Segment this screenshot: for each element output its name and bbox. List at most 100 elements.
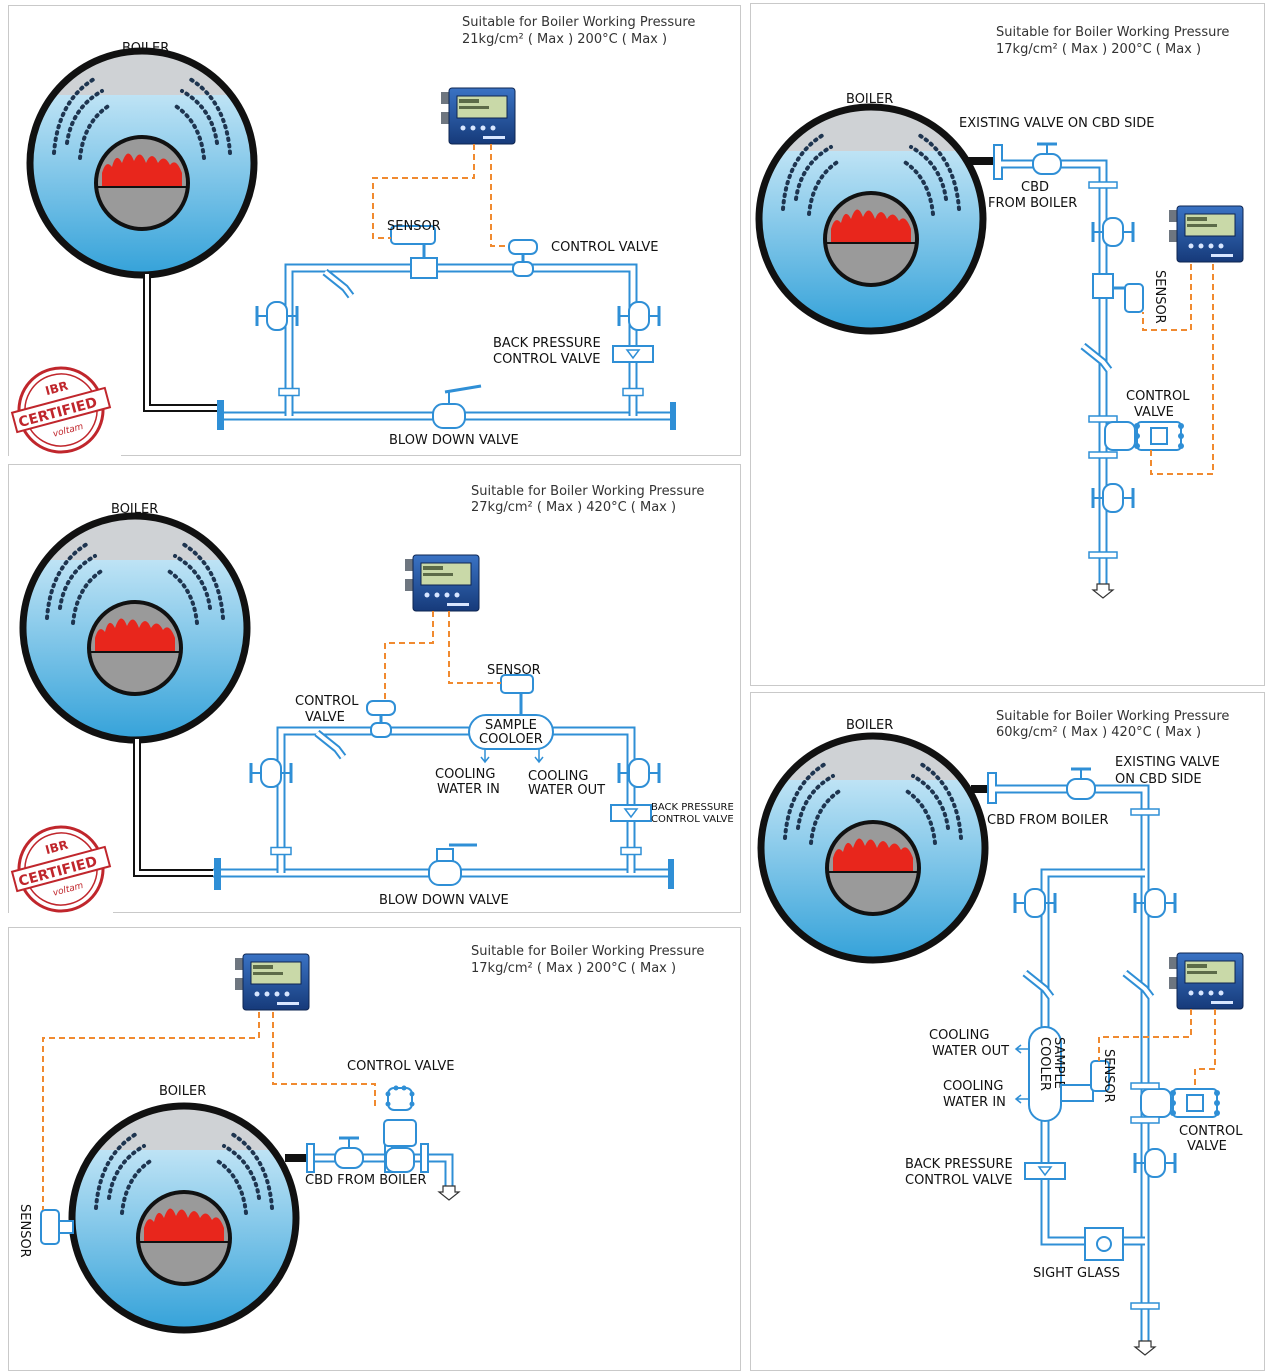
existing-cbd-valve[interactable] bbox=[1031, 142, 1063, 176]
outlet-flange bbox=[987, 772, 997, 804]
spec-pressure-limits: 27kg/cm² ( Max ) 420°C ( Max ) bbox=[471, 500, 676, 515]
sample-cooler-label-line2: COOLOER bbox=[479, 732, 543, 747]
isolation-valve-right[interactable] bbox=[617, 757, 661, 789]
back-pressure-control-valve[interactable] bbox=[610, 804, 652, 822]
spec-pressure-limits: 17kg/cm² ( Max ) 200°C ( Max ) bbox=[471, 961, 676, 976]
boiler-label: BOILER bbox=[846, 92, 893, 107]
panel-canvas: Suitable for Boiler Working Pressure 27k… bbox=[9, 484, 734, 914]
existing-valve-label-line2: ON CBD SIDE bbox=[1115, 772, 1202, 787]
panel-canvas: Suitable for Boiler Working Pressure 60k… bbox=[751, 709, 1244, 1356]
control-valve-label-line1: CONTROL bbox=[1179, 1124, 1243, 1139]
drain-outlet-arrow bbox=[1091, 583, 1115, 599]
flange bbox=[1130, 1302, 1160, 1310]
existing-valve-label: EXISTING VALVE ON CBD SIDE bbox=[959, 116, 1154, 131]
control-valve[interactable] bbox=[365, 699, 397, 739]
sample-cooler[interactable] bbox=[468, 714, 554, 750]
spec-pressure-title: Suitable for Boiler Working Pressure bbox=[462, 15, 695, 30]
cooling-water-in-label-line1: COOLING bbox=[943, 1079, 1003, 1094]
existing-cbd-valve[interactable] bbox=[1065, 767, 1097, 801]
boiler-drum bbox=[753, 728, 993, 968]
cooling-water-out-label-line1: COOLING bbox=[929, 1028, 989, 1043]
boiler-label: BOILER bbox=[159, 1084, 206, 1099]
control-valve-label: CONTROL VALVE bbox=[347, 1059, 455, 1074]
bpcv-label-line1: BACK PRESSURE bbox=[493, 336, 601, 351]
spec-pressure-title: Suitable for Boiler Working Pressure bbox=[471, 944, 704, 959]
panel-canvas: Suitable for Boiler Working Pressure 17k… bbox=[751, 25, 1244, 599]
inlet-flange bbox=[214, 858, 221, 890]
sensor-signal-cable bbox=[42, 1012, 260, 1210]
flange bbox=[1130, 808, 1160, 816]
spec-pressure-limits: 17kg/cm² ( Max ) 200°C ( Max ) bbox=[996, 42, 1201, 57]
control-valve-label-line2: VALVE bbox=[1134, 405, 1174, 420]
boiler-drain-line bbox=[133, 739, 213, 877]
blow-down-valve[interactable] bbox=[432, 384, 482, 429]
flange bbox=[1088, 451, 1118, 459]
existing-cbd-valve[interactable] bbox=[333, 1136, 365, 1170]
inlet-flange bbox=[217, 400, 224, 430]
control-valve[interactable] bbox=[383, 1085, 417, 1173]
sensor-label: SENSOR bbox=[1101, 1049, 1116, 1103]
cooling-water-in-label-line1: COOLING bbox=[435, 767, 495, 782]
y-strainer bbox=[325, 272, 351, 296]
sight-glass[interactable] bbox=[1084, 1227, 1124, 1261]
valve-signal-cable bbox=[1194, 1009, 1216, 1089]
controller-unit[interactable] bbox=[440, 87, 516, 145]
spec-pressure-limits: 60kg/cm² ( Max ) 420°C ( Max ) bbox=[996, 725, 1201, 740]
back-pressure-control-valve[interactable] bbox=[612, 345, 654, 363]
controller-unit[interactable] bbox=[1168, 952, 1244, 1010]
cbd-label-line2: FROM BOILER bbox=[988, 196, 1077, 211]
diagram-panel-17kg-drum-sensor: Suitable for Boiler Working Pressure 17k… bbox=[8, 927, 741, 1371]
isolation-valve-right[interactable] bbox=[617, 300, 661, 332]
sample-cooler-label-line1: SAMPLE bbox=[1051, 1037, 1066, 1089]
control-valve-label-line2: VALVE bbox=[1187, 1139, 1227, 1154]
outlet-flange bbox=[306, 1143, 315, 1173]
existing-valve-label-line1: EXISTING VALVE bbox=[1115, 755, 1220, 770]
controller-unit[interactable] bbox=[404, 554, 480, 612]
flange bbox=[420, 1143, 429, 1173]
sensor[interactable] bbox=[1124, 283, 1144, 313]
blow-down-valve[interactable] bbox=[428, 843, 477, 886]
control-valve-label-line1: CONTROL bbox=[1126, 389, 1190, 404]
flange bbox=[278, 387, 300, 397]
bpcv-label-line1: BACK PRESSURE bbox=[905, 1157, 1013, 1172]
spec-pressure-title: Suitable for Boiler Working Pressure bbox=[996, 25, 1229, 40]
sensor-signal-cable bbox=[372, 144, 475, 239]
cbd-label-line1: CBD bbox=[1021, 180, 1049, 195]
spec-pressure-title: Suitable for Boiler Working Pressure bbox=[996, 709, 1229, 724]
sensor-mount bbox=[58, 1220, 74, 1234]
cbd-pipe bbox=[1001, 159, 1108, 584]
cooling-water-out-arrow bbox=[534, 749, 544, 764]
control-valve[interactable] bbox=[1140, 1088, 1221, 1118]
cooling-water-in-arrow bbox=[480, 749, 490, 764]
cooling-water-out-label-line1: COOLING bbox=[528, 769, 588, 784]
svg-text:IBR: IBR bbox=[44, 838, 70, 857]
valve-signal-cable bbox=[490, 144, 509, 247]
diagram-panel-17kg-vertical: Suitable for Boiler Working Pressure 17k… bbox=[750, 3, 1265, 686]
panel-canvas: Suitable for Boiler Working Pressure 17k… bbox=[17, 944, 704, 1372]
back-pressure-control-valve[interactable] bbox=[1024, 1162, 1066, 1180]
controller-unit[interactable] bbox=[1168, 205, 1244, 263]
sensor-housing bbox=[410, 257, 438, 279]
boiler-drum bbox=[751, 99, 991, 339]
controller-unit[interactable] bbox=[234, 953, 310, 1011]
sensor[interactable] bbox=[390, 225, 436, 245]
cooling-water-in-label-line2: WATER IN bbox=[437, 782, 500, 797]
flange bbox=[1130, 1116, 1160, 1124]
cooling-water-out-label-line2: WATER OUT bbox=[528, 783, 605, 798]
boiler-drum bbox=[64, 1098, 304, 1338]
flange bbox=[1130, 1082, 1160, 1090]
boiler-drum bbox=[15, 508, 255, 748]
control-valve[interactable] bbox=[507, 238, 539, 278]
sample-cooler-label-line1: SAMPLE bbox=[485, 718, 537, 733]
sensor[interactable] bbox=[40, 1209, 60, 1245]
sensor-tee bbox=[1092, 273, 1114, 299]
control-valve[interactable] bbox=[1104, 421, 1185, 451]
sample-cooler[interactable] bbox=[1028, 1026, 1062, 1122]
control-valve-label: CONTROL VALVE bbox=[551, 240, 659, 255]
valve-signal-cable bbox=[384, 611, 434, 699]
bpcv-label-line2: CONTROL VALVE bbox=[493, 352, 601, 367]
flange bbox=[1088, 415, 1118, 423]
y-strainer bbox=[317, 733, 343, 757]
boiler-label: BOILER bbox=[846, 718, 893, 733]
bpcv-label-line2: CONTROL VALVE bbox=[651, 814, 734, 825]
